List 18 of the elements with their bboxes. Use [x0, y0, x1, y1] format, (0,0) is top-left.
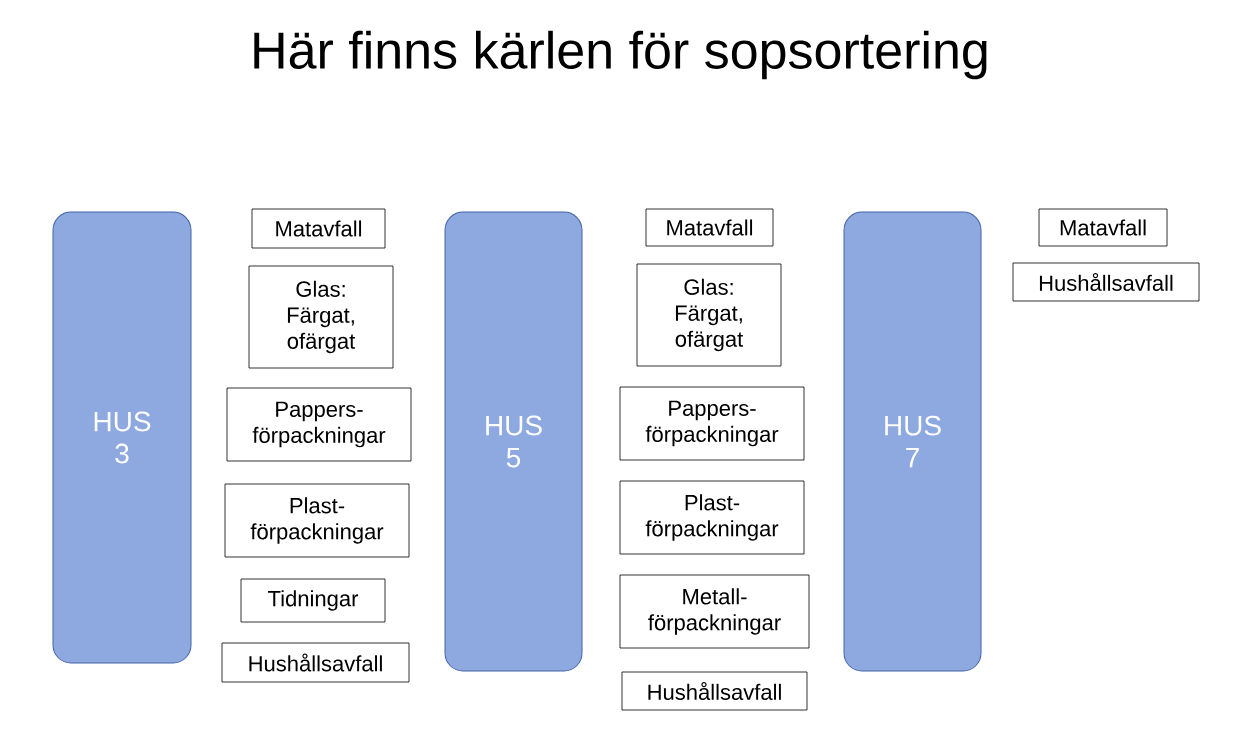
house-box: HUS 5	[444, 211, 583, 672]
bin-box: Metall- förpackningar	[619, 574, 810, 649]
bin-box: Plast- förpackningar	[224, 483, 410, 558]
bin-box: Pappers- förpackningar	[619, 386, 805, 461]
bin-box: Pappers- förpackningar	[226, 387, 412, 462]
bin-box: Matavfall	[1038, 208, 1168, 247]
bin-box: Hushållsavfall	[1012, 262, 1200, 302]
bin-box: Matavfall	[645, 208, 774, 247]
title: Här finns kärlen för sopsortering	[254, 30, 987, 80]
house-box: HUS 7	[843, 211, 982, 672]
house-box: HUS 3	[52, 211, 192, 664]
bin-box: Tidningar	[240, 578, 386, 623]
bin-box: Glas: Färgat, ofärgat	[636, 263, 782, 367]
bin-box: Matavfall	[251, 208, 386, 249]
bin-box: Glas: Färgat, ofärgat	[248, 265, 394, 369]
bin-box: Hushållsavfall	[221, 642, 410, 683]
bin-box: Hushållsavfall	[621, 671, 808, 711]
bin-box: Plast- förpackningar	[619, 480, 805, 555]
